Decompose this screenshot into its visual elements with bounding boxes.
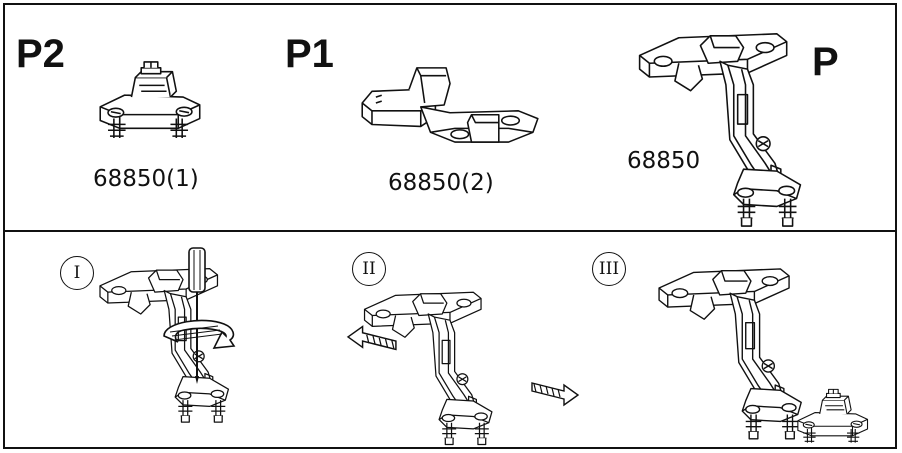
pull-arrow-right-icon bbox=[531, 382, 579, 406]
part-code-p2: P2 bbox=[16, 32, 65, 76]
outer-frame bbox=[3, 3, 897, 449]
step-badge-3: III bbox=[592, 252, 626, 286]
rotate-arrow-icon bbox=[163, 319, 235, 349]
section-divider bbox=[3, 230, 897, 232]
part-code-p: P bbox=[812, 40, 839, 84]
step-badge-2: II bbox=[352, 252, 386, 286]
step-badge-1: I bbox=[60, 256, 94, 290]
mounting-plate-illustration bbox=[99, 61, 201, 139]
part-number-p1: 68850(2) bbox=[388, 170, 494, 196]
step-3-separated-plate-illustration bbox=[797, 388, 869, 444]
part-code-p1: P1 bbox=[285, 32, 334, 76]
part-number-p2: 68850(1) bbox=[93, 166, 199, 192]
part-number-p: 68850 bbox=[627, 148, 701, 174]
assembled-hinge-illustration bbox=[638, 33, 802, 227]
step-3-hinge-illustration bbox=[658, 268, 802, 440]
hinge-cup-illustration bbox=[361, 67, 539, 143]
step-2-hinge-illustration bbox=[363, 291, 493, 446]
pull-arrow-left-icon bbox=[347, 325, 397, 351]
screwdriver-icon bbox=[186, 246, 208, 384]
